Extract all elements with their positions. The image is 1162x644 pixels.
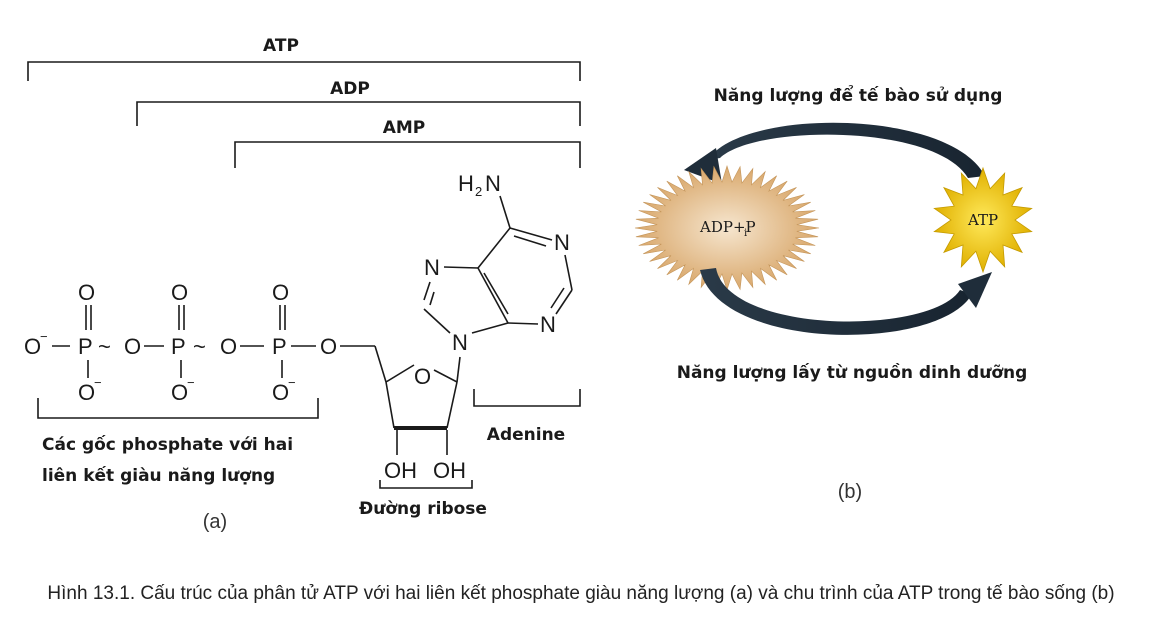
- upper-cycle-arrow: [708, 122, 985, 178]
- adenine-n9: N: [452, 330, 468, 355]
- adenine-n7: N: [424, 255, 440, 280]
- p2-bottom-oxygen: O: [171, 380, 188, 405]
- ribose-oh-1: OH: [384, 458, 417, 483]
- phosphorus-1: P: [78, 334, 93, 359]
- adp-label: ADP+P: [699, 218, 756, 236]
- adenine-n1: N: [554, 230, 570, 255]
- p1-top-oxygen: O: [78, 280, 95, 305]
- bracket-adp: ADP: [136, 79, 581, 126]
- panel-a: ATP ADP AMP O − P O O − ~ O: [24, 36, 581, 533]
- phosphorus-3: P: [272, 334, 287, 359]
- amine-n: N: [485, 171, 501, 196]
- phosphorus-2: P: [171, 334, 186, 359]
- bracket-amp-label: AMP: [383, 118, 426, 138]
- adp-burst: ADP+P i: [634, 164, 820, 292]
- p2-minus: −: [187, 375, 195, 390]
- ribose-bracket: [379, 480, 473, 489]
- panel-a-label: (a): [203, 511, 227, 533]
- adenine-bracket: [473, 389, 581, 407]
- p1-minus: −: [94, 375, 102, 390]
- atp-label: ATP: [967, 211, 998, 229]
- amine-subscript: 2: [475, 184, 482, 199]
- upper-arrowhead: [684, 148, 722, 184]
- lower-cycle-arrow: [700, 268, 972, 335]
- p3-minus: −: [288, 375, 296, 390]
- ester-oxygen: O: [320, 334, 337, 359]
- atp-burst: ATP: [933, 166, 1033, 274]
- phosphate-bracket: [37, 398, 319, 419]
- svg-text:~: ~: [98, 334, 111, 359]
- adenine-label: Adenine: [487, 425, 565, 445]
- adenine-n3: N: [540, 312, 556, 337]
- ribose-oh-2: OH: [433, 458, 466, 483]
- bracket-atp: ATP: [27, 36, 581, 81]
- ribose-label: Đường ribose: [359, 499, 487, 519]
- amine-h: H: [458, 171, 474, 196]
- svg-text:~: ~: [193, 334, 206, 359]
- phosphate-label-line2: liên kết giàu năng lượng: [42, 465, 275, 486]
- lower-arrowhead: [958, 272, 992, 308]
- p2-top-oxygen: O: [171, 280, 188, 305]
- phosphate-label-line1: Các gốc phosphate với hai: [42, 434, 293, 455]
- adenine-base: N N N N H 2 N Ade: [423, 171, 581, 445]
- bracket-amp: AMP: [234, 118, 581, 168]
- ribose-oxygen: O: [414, 364, 431, 389]
- p1-bottom-oxygen: O: [78, 380, 95, 405]
- figure-caption: Hình 13.1. Cấu trúc của phân tử ATP với …: [47, 583, 1115, 604]
- bridge-oxygen-1: O: [124, 334, 141, 359]
- phosphate-chain: O − P O O − ~ O P O O − ~ O: [24, 280, 387, 405]
- bridge-oxygen-2: O: [220, 334, 237, 359]
- energy-source-label: Năng lượng lấy từ nguồn dinh dưỡng: [677, 362, 1028, 383]
- p3-top-oxygen: O: [272, 280, 289, 305]
- bracket-adp-label: ADP: [330, 79, 370, 99]
- p3-bottom-oxygen: O: [272, 380, 289, 405]
- energy-use-label: Năng lượng để tế bào sử dụng: [714, 84, 1003, 106]
- bracket-atp-label: ATP: [263, 36, 299, 56]
- panel-b-label: (b): [838, 481, 862, 503]
- panel-b: Năng lượng để tế bào sử dụng ADP+P i ATP…: [634, 84, 1033, 503]
- adp-subscript: i: [744, 228, 747, 239]
- terminal-oxygen: O: [24, 334, 41, 359]
- terminal-minus: −: [40, 329, 48, 344]
- ribose-ring: O OH OH Đường ribose: [359, 356, 487, 519]
